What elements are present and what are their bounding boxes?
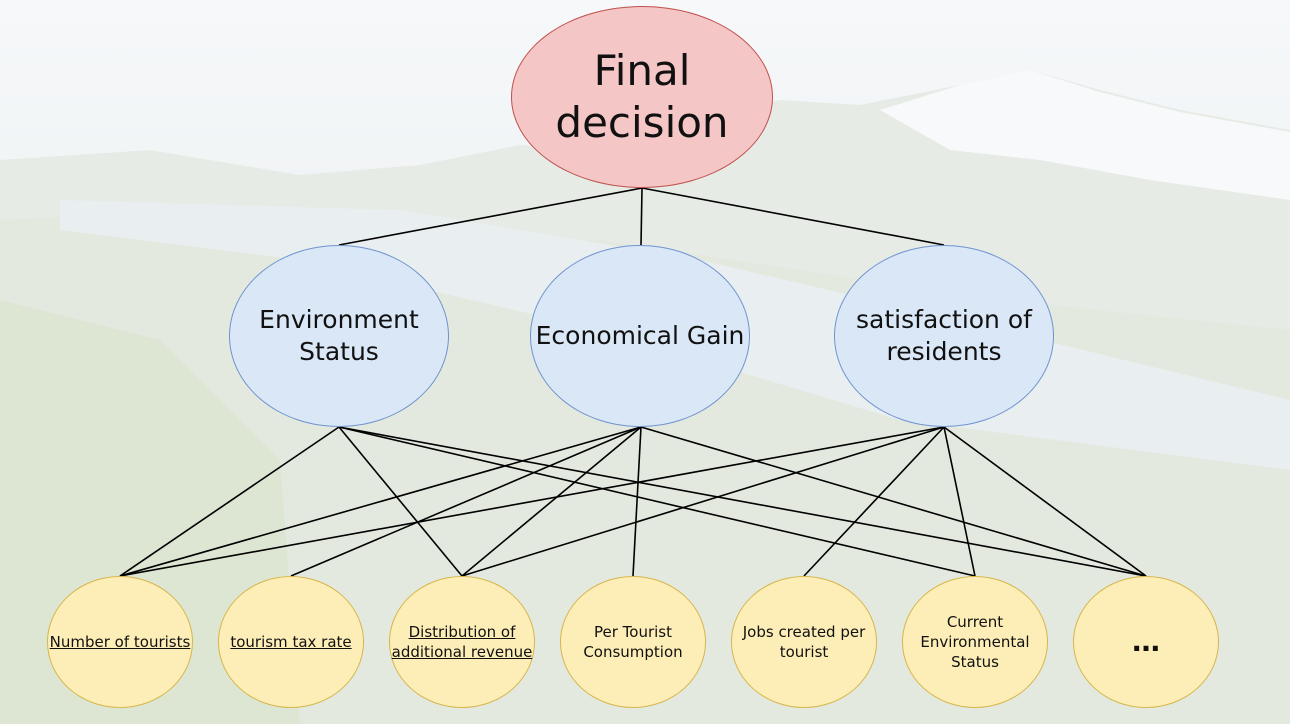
edge-criterion-1-to-factor-0: [119, 426, 642, 577]
factor-more-ellipsis: …: [1073, 576, 1219, 708]
factor-label: Jobs created per tourist: [742, 623, 866, 661]
factor-number-of-tourists: Number of tourists: [47, 576, 193, 708]
edge-criterion-1-to-factor-6: [640, 426, 1147, 577]
factor-label: …: [1132, 625, 1160, 658]
factor-label: tourism tax rate: [230, 633, 352, 651]
edge-criterion-1-to-factor-3: [632, 426, 642, 577]
factor-distribution-of-additional-revenue: Distribution of additional revenue: [389, 576, 535, 708]
factor-label: Number of tourists: [49, 633, 191, 651]
edge-root-to-criterion-0: [338, 187, 643, 246]
edge-root-to-criterion-1: [640, 187, 643, 246]
edge-criterion-2-to-factor-6: [943, 426, 1147, 577]
final-decision-node: Final decision: [511, 6, 773, 188]
final-decision-label: Final decision: [555, 46, 729, 147]
edge-criterion-0-to-factor-0: [119, 426, 340, 577]
criterion-label: Environment Status: [259, 305, 419, 366]
edge-criterion-2-to-factor-5: [943, 426, 976, 577]
edge-criterion-0-to-factor-2: [338, 426, 463, 577]
edge-criterion-2-to-factor-2: [461, 426, 945, 577]
criterion-label: satisfaction of residents: [856, 305, 1032, 366]
factor-current-environmental-status: Current Environmental Status: [902, 576, 1048, 708]
criterion-economical-gain: Economical Gain: [530, 245, 750, 427]
edge-criterion-0-to-factor-6: [338, 426, 1147, 577]
factor-label: Current Environmental Status: [920, 613, 1030, 671]
edge-criterion-2-to-factor-4: [803, 426, 945, 577]
factor-label: Per Tourist Consumption: [583, 623, 683, 661]
edge-criterion-1-to-factor-2: [461, 426, 642, 577]
criterion-environment-status: Environment Status: [229, 245, 449, 427]
edge-root-to-criterion-2: [641, 187, 945, 246]
factor-label: Distribution of additional revenue: [391, 623, 533, 661]
criterion-satisfaction-of-residents: satisfaction of residents: [834, 245, 1054, 427]
criterion-label: Economical Gain: [535, 321, 745, 350]
edge-criterion-0-to-factor-5: [338, 426, 976, 577]
factor-tourism-tax-rate: tourism tax rate: [218, 576, 364, 708]
edge-criterion-1-to-factor-1: [290, 426, 642, 577]
factor-jobs-created-per-tourist: Jobs created per tourist: [731, 576, 877, 708]
factor-per-tourist-consumption: Per Tourist Consumption: [560, 576, 706, 708]
edge-criterion-2-to-factor-0: [119, 426, 945, 577]
